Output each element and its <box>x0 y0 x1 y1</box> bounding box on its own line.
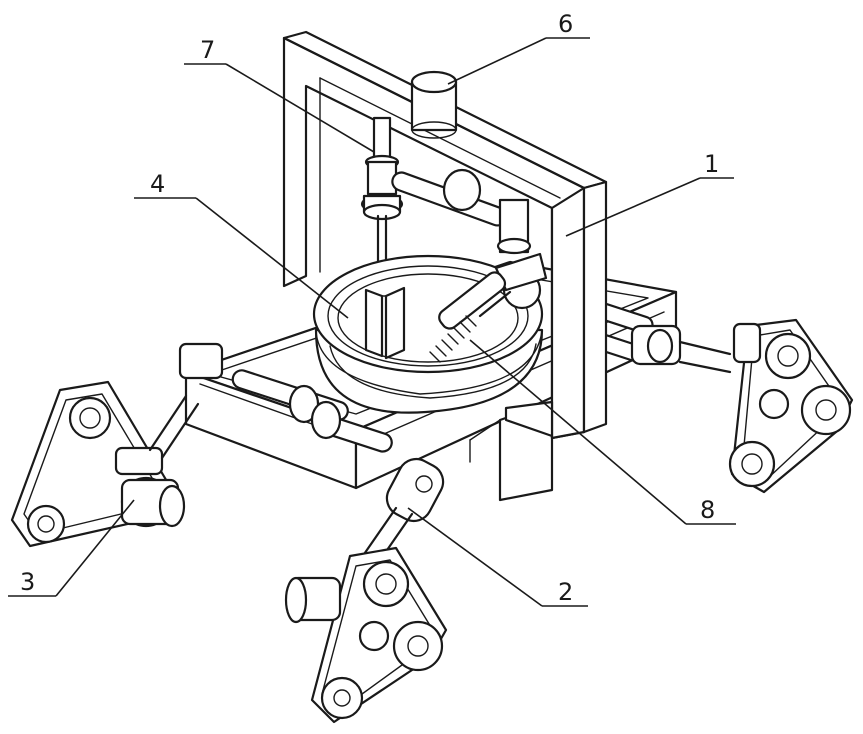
leader-6 <box>448 38 546 84</box>
stir-paddles <box>366 288 404 358</box>
label-4: 4 <box>150 170 165 198</box>
label-2: 2 <box>558 578 573 606</box>
label-6: 6 <box>558 10 573 38</box>
label-1: 1 <box>704 150 719 178</box>
track-module-center <box>286 453 449 722</box>
leader-2 <box>408 508 542 606</box>
track-module-left <box>12 344 222 546</box>
label-8: 8 <box>700 496 715 524</box>
motor-6 <box>412 72 456 138</box>
label-7: 7 <box>200 36 215 64</box>
leader-4 <box>196 198 348 318</box>
label-3: 3 <box>20 568 35 596</box>
track-module-right <box>632 320 852 492</box>
